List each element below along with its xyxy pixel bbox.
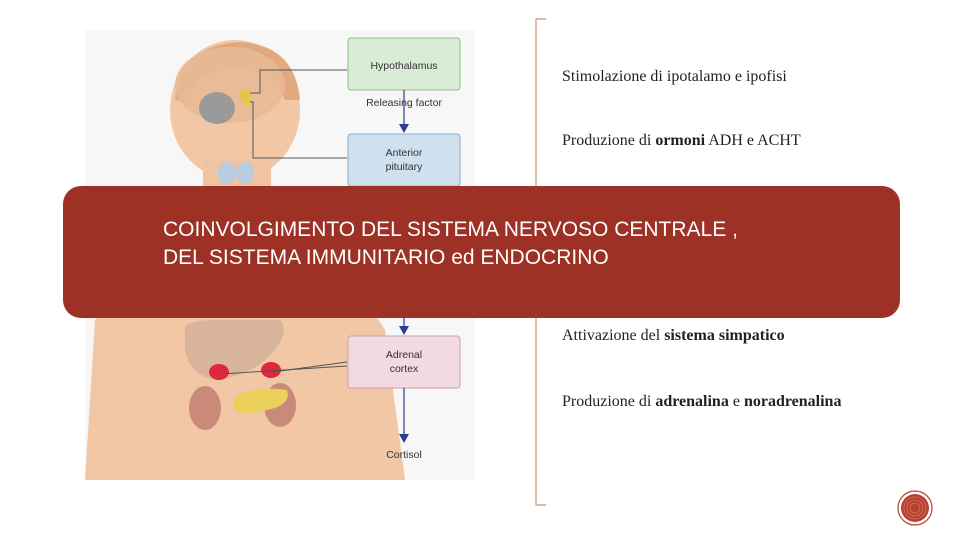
- banner-line-2: DEL SISTEMA IMMUNITARIO ed ENDOCRINO: [163, 246, 609, 269]
- banner-title: COINVOLGIMENTO DEL SISTEMA NERVOSO CENTR…: [163, 216, 738, 272]
- pituitary-label-line1: Anterior: [386, 147, 423, 159]
- circle-button-icon[interactable]: [897, 490, 933, 526]
- banner-line-1: COINVOLGIMENTO DEL SISTEMA NERVOSO CENTR…: [163, 218, 738, 241]
- adrenal-cortex-box: [347, 335, 461, 389]
- arrow-down-icon: [399, 434, 409, 443]
- anterior-pituitary-box: [347, 133, 461, 187]
- releasing-factor-label: Releasing factor: [366, 97, 442, 109]
- bullet-item: Stimolazione di ipotalamo e ipofisi: [562, 68, 787, 85]
- adrenal-label-line2: cortex: [390, 363, 419, 375]
- hypothalamus-label: Hypothalamus: [370, 60, 437, 72]
- title-banner: COINVOLGIMENTO DEL SISTEMA NERVOSO CENTR…: [63, 186, 900, 318]
- arrow-down-icon: [399, 326, 409, 335]
- adrenal-label-line1: Adrenal: [386, 349, 422, 361]
- bullet-item: Produzione di adrenalina e noradrenalina: [562, 393, 842, 410]
- cortisol-label: Cortisol: [386, 449, 422, 461]
- pituitary-label-line2: pituitary: [386, 161, 424, 173]
- bullet-list: Stimolazione di ipotalamo e ipofisi Prod…: [562, 0, 952, 540]
- bullet-item: Produzione di ormoni ADH e ACHT: [562, 132, 801, 149]
- bullet-item: Attivazione del sistema simpatico: [562, 327, 785, 344]
- arrow-down-icon: [399, 124, 409, 133]
